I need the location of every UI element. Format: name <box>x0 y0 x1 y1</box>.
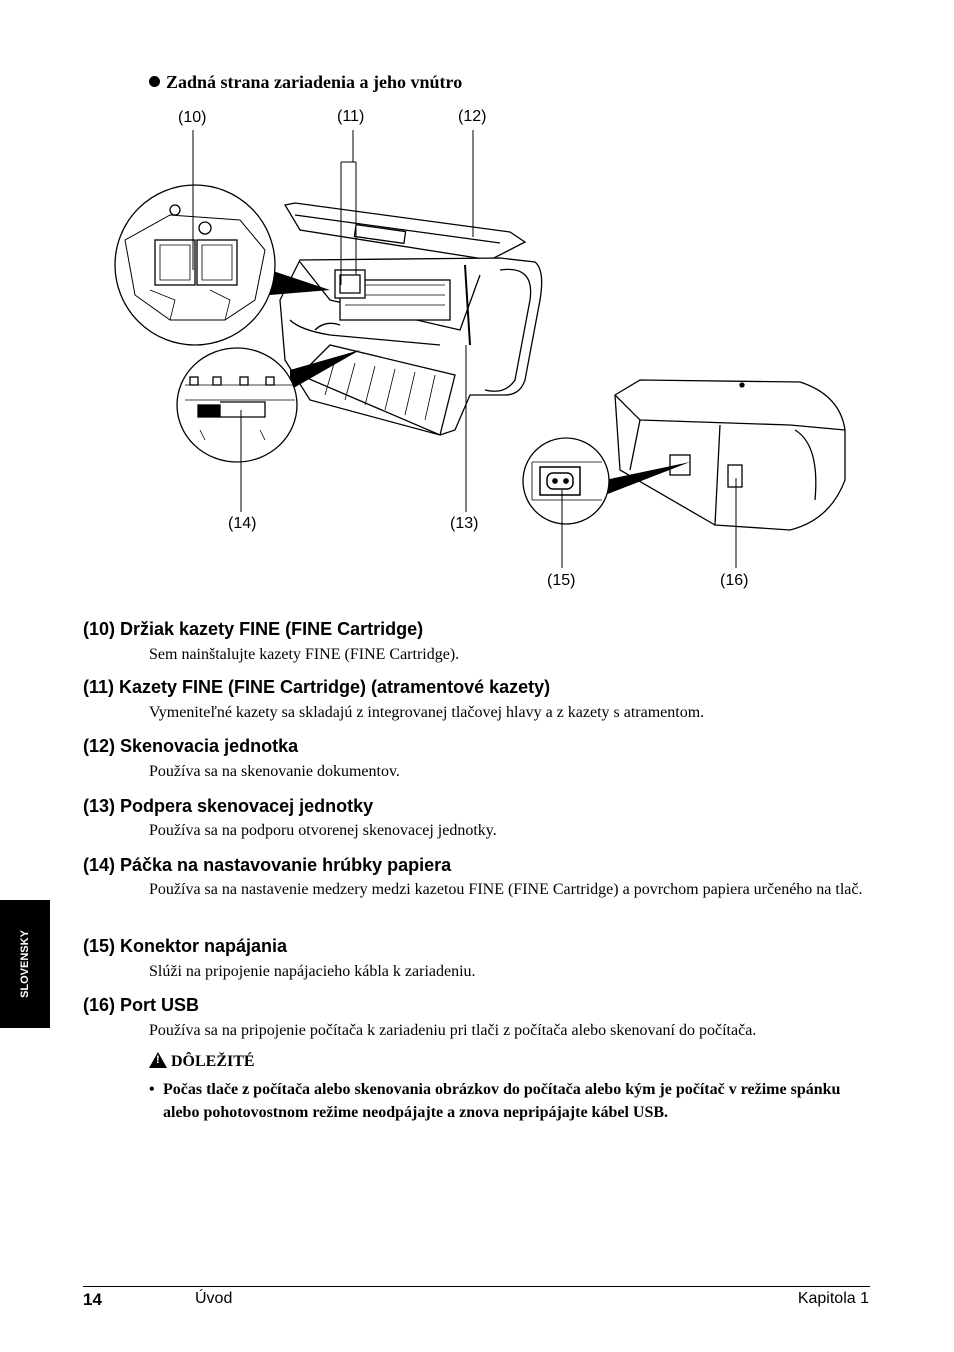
callout-11: (11) <box>337 108 365 125</box>
zoom-cartridge-holder <box>114 184 276 346</box>
page-number: 14 <box>83 1290 102 1309</box>
printer-open-illustration <box>279 202 543 436</box>
item-title-12: (12) Skenovacia jednotka <box>83 736 299 756</box>
printer-rear-illustration <box>614 379 846 531</box>
item-title-15: (15) Konektor napájania <box>83 936 288 956</box>
item-desc-15: Slúži na pripojenie napájacieho kábla k … <box>149 963 476 980</box>
zoom-thickness-lever <box>176 347 298 463</box>
item-desc-16: Používa sa na pripojenie počítača k zari… <box>149 1022 757 1039</box>
item-desc-12: Používa sa na skenovanie dokumentov. <box>149 763 400 780</box>
item-desc-13: Používa sa na podporu otvorenej skenovac… <box>149 822 497 839</box>
callout-13: (13) <box>450 515 479 532</box>
important-text: Počas tlače z počítača alebo skenovania … <box>163 1081 841 1121</box>
printer-figure <box>114 130 846 568</box>
footer-chapter: Kapitola 1 <box>797 1290 869 1307</box>
item-desc-11: Vymeniteľné kazety sa skladajú z integro… <box>149 704 705 721</box>
item-title-11: (11) Kazety FINE (FINE Cartridge) (atram… <box>83 677 551 697</box>
language-side-tab: SLOVENSKY <box>0 900 50 1028</box>
callout-16: (16) <box>720 572 749 589</box>
item-desc-10: Sem nainštalujte kazety FINE (FINE Cartr… <box>149 646 460 663</box>
callout-15: (15) <box>547 572 576 589</box>
item-title-16: (16) Port USB <box>83 995 200 1015</box>
item-title-10: (10) Držiak kazety FINE (FINE Cartridge) <box>83 619 424 639</box>
item-title-14: (14) Páčka na nastavovanie hrúbky papier… <box>83 855 452 875</box>
section-heading: Zadná strana zariadenia a jeho vnútro <box>149 72 462 93</box>
important-heading: DÔLEŽITÉ <box>149 1052 255 1071</box>
zoom-power-connector <box>522 437 610 525</box>
callout-10: (10) <box>178 109 207 126</box>
footer-section: Úvod <box>195 1290 233 1307</box>
callout-12: (12) <box>458 108 487 125</box>
callout-14: (14) <box>228 515 257 532</box>
footer-rule <box>83 1286 870 1287</box>
callout-leader-lines <box>192 130 737 568</box>
important-bullet: •Počas tlače z počítača alebo skenovania… <box>149 1078 879 1124</box>
item-title-13: (13) Podpera skenovacej jednotky <box>83 796 374 816</box>
item-desc-14: Používa sa na nastavenie medzery medzi k… <box>149 881 863 898</box>
bullet-dot-icon <box>149 76 160 87</box>
warning-icon <box>149 1052 167 1068</box>
